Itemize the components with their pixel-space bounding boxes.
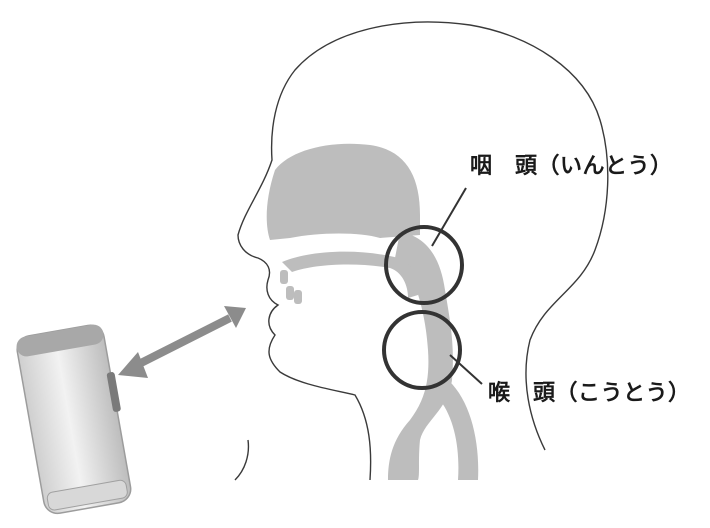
- pharynx-tube: [388, 232, 453, 480]
- head-outline: [234, 21, 609, 481]
- larynx-label: 喉 頭（こうとう）: [488, 381, 691, 406]
- larynx-leader: [449, 354, 483, 385]
- nasal-cavity: [266, 143, 420, 240]
- lower-airway: [440, 380, 479, 480]
- teeth: [280, 270, 302, 304]
- larynx-circle: [382, 310, 462, 390]
- handheld-device-icon: [16, 324, 132, 515]
- pharynx-circle: [384, 225, 464, 305]
- pharynx-label: 咽 頭（いんとう）: [470, 154, 673, 179]
- double-arrow-icon: [118, 306, 246, 378]
- pharynx-leader: [431, 187, 467, 247]
